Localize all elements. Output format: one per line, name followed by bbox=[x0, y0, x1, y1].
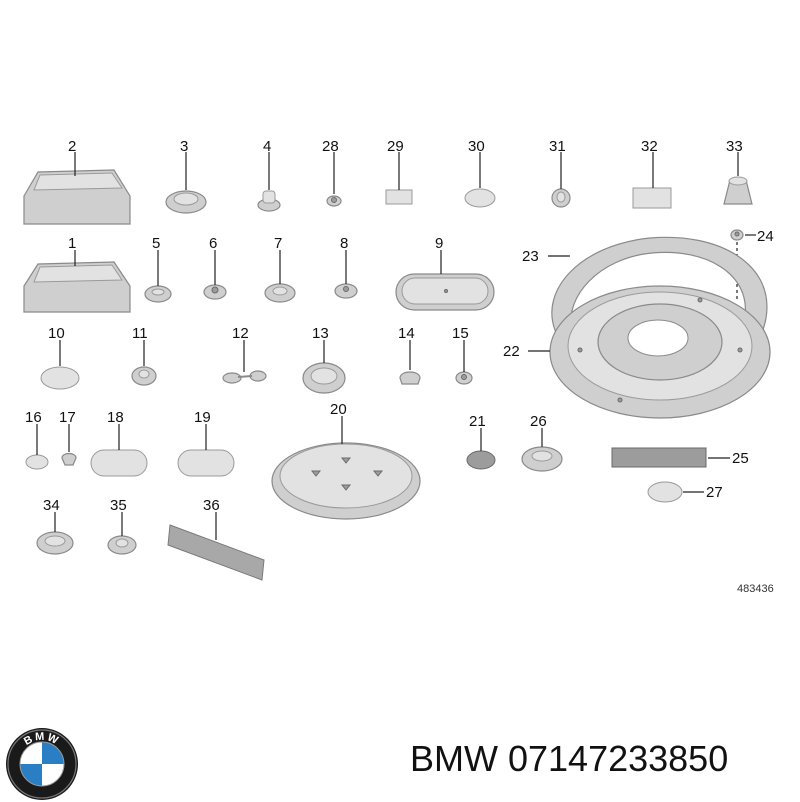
label-8: 8 bbox=[340, 235, 348, 252]
part-31 bbox=[551, 152, 571, 208]
part-3 bbox=[165, 152, 207, 214]
label-3: 3 bbox=[180, 138, 188, 155]
part-11 bbox=[131, 340, 157, 386]
part-22 bbox=[528, 285, 771, 419]
part-12 bbox=[222, 340, 267, 384]
label-12: 12 bbox=[232, 325, 249, 342]
part-2 bbox=[23, 152, 131, 225]
part-27 bbox=[647, 481, 704, 503]
part-29 bbox=[385, 152, 413, 205]
label-20: 20 bbox=[330, 401, 347, 418]
svg-text:BMW: BMW bbox=[22, 731, 62, 748]
part-15 bbox=[455, 340, 473, 385]
label-13: 13 bbox=[312, 325, 329, 342]
part-16 bbox=[25, 424, 49, 470]
label-10: 10 bbox=[48, 325, 65, 342]
part-1 bbox=[23, 250, 131, 313]
part-26 bbox=[521, 428, 563, 472]
label-22: 22 bbox=[503, 343, 520, 360]
bmw-logo-icon: BMW bbox=[6, 728, 78, 800]
part-30 bbox=[464, 152, 496, 208]
part-14 bbox=[399, 340, 421, 385]
part-25 bbox=[611, 447, 730, 468]
label-31: 31 bbox=[549, 138, 566, 155]
part-28 bbox=[326, 152, 342, 207]
label-25: 25 bbox=[732, 450, 749, 467]
part-9 bbox=[395, 250, 495, 311]
label-9: 9 bbox=[435, 235, 443, 252]
label-7: 7 bbox=[274, 235, 282, 252]
part-5 bbox=[144, 250, 172, 303]
part-35 bbox=[107, 512, 137, 555]
label-26: 26 bbox=[530, 413, 547, 430]
label-15: 15 bbox=[452, 325, 469, 342]
part-33 bbox=[723, 152, 753, 205]
part-17 bbox=[61, 424, 77, 466]
label-36: 36 bbox=[203, 497, 220, 514]
part-13 bbox=[302, 340, 346, 394]
label-4: 4 bbox=[263, 138, 271, 155]
diagram-reference-number: 483436 bbox=[737, 583, 774, 595]
label-23: 23 bbox=[522, 248, 539, 265]
label-29: 29 bbox=[387, 138, 404, 155]
label-28: 28 bbox=[322, 138, 339, 155]
label-14: 14 bbox=[398, 325, 415, 342]
label-1: 1 bbox=[68, 235, 76, 252]
part-8 bbox=[334, 250, 358, 299]
label-5: 5 bbox=[152, 235, 160, 252]
label-19: 19 bbox=[194, 409, 211, 426]
label-6: 6 bbox=[209, 235, 217, 252]
part-32 bbox=[632, 152, 672, 209]
part-10 bbox=[40, 340, 80, 390]
part-19 bbox=[177, 424, 235, 477]
label-17: 17 bbox=[59, 409, 76, 426]
part-34 bbox=[36, 512, 74, 555]
part-24 bbox=[730, 229, 756, 300]
part-18 bbox=[90, 424, 148, 477]
label-18: 18 bbox=[107, 409, 124, 426]
label-35: 35 bbox=[110, 497, 127, 514]
label-33: 33 bbox=[726, 138, 743, 155]
part-36 bbox=[167, 512, 265, 581]
brand-part-number: BMW 07147233850 bbox=[410, 738, 729, 779]
part-6 bbox=[203, 250, 227, 300]
label-2: 2 bbox=[68, 138, 76, 155]
part-20 bbox=[271, 416, 421, 520]
label-16: 16 bbox=[25, 409, 42, 426]
label-11: 11 bbox=[132, 325, 148, 342]
part-4 bbox=[257, 152, 281, 212]
label-34: 34 bbox=[43, 497, 60, 514]
part-7 bbox=[264, 250, 296, 303]
label-24: 24 bbox=[757, 228, 774, 245]
part-21 bbox=[466, 428, 496, 470]
label-30: 30 bbox=[468, 138, 485, 155]
label-27: 27 bbox=[706, 484, 723, 501]
label-21: 21 bbox=[469, 413, 486, 430]
label-32: 32 bbox=[641, 138, 658, 155]
